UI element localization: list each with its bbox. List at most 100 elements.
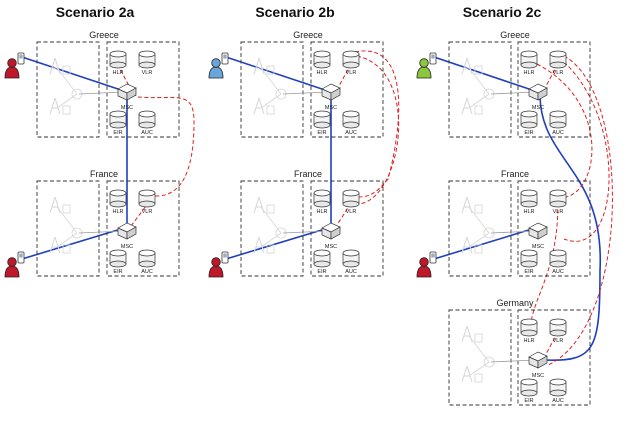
users-3 — [416, 52, 437, 278]
user-a-person-head — [419, 58, 429, 68]
user-b-person-head — [211, 257, 221, 267]
vlr-base — [342, 61, 360, 69]
bts-a-cabinet — [62, 204, 71, 214]
bts-a-leg-l — [461, 325, 468, 343]
auc-top — [138, 249, 156, 257]
hlr-top — [313, 189, 331, 197]
eir-top — [313, 249, 331, 257]
bss-link-b — [56, 93, 78, 109]
bsc-msc-link — [78, 230, 125, 234]
bts-a-leg-l — [253, 196, 260, 214]
bss-link-a — [56, 67, 78, 95]
vlr-base — [342, 200, 360, 208]
vlr-top — [138, 50, 156, 58]
bts-a-cabinet — [474, 65, 483, 75]
signaling-path-4 — [336, 202, 352, 226]
vlr-label: VLR — [346, 70, 357, 76]
users-2 — [208, 52, 229, 278]
auc-top — [549, 110, 567, 118]
bss-link-b — [468, 232, 490, 248]
msc-label: MSC — [532, 105, 544, 111]
bts-b-leg-l — [461, 236, 468, 254]
bsc-msc-link — [282, 230, 329, 234]
user-a-person-body — [416, 66, 432, 79]
vlr-base — [549, 200, 567, 208]
eir-top — [109, 249, 127, 257]
user-b-person-body — [208, 265, 224, 278]
auc-label: AUC — [141, 269, 153, 275]
hlr-base — [520, 200, 538, 208]
bss-link-b — [468, 361, 490, 377]
auc-top — [549, 249, 567, 257]
eir-base — [520, 389, 538, 397]
bss-box — [36, 180, 100, 277]
core-box — [310, 180, 384, 277]
eir-label: EIR — [317, 269, 326, 275]
eir-base — [109, 260, 127, 268]
bts-a-leg-r — [258, 57, 265, 75]
core-box — [517, 180, 591, 277]
eir-label: EIR — [524, 398, 533, 404]
vlr-top — [342, 189, 360, 197]
bts-a-leg-r — [466, 325, 473, 343]
signaling-path-6 — [545, 331, 559, 355]
region-label-2-1: France — [501, 169, 529, 179]
user-b-person-body — [416, 265, 432, 278]
bts-a-cabinet — [62, 65, 71, 75]
auc-label: AUC — [552, 269, 564, 275]
bsc-msc-link — [490, 359, 536, 363]
auc-label: AUC — [345, 269, 357, 275]
hlr-base — [520, 61, 538, 69]
bss-box — [36, 41, 100, 138]
msc-right — [330, 226, 341, 240]
auc-top — [549, 378, 567, 386]
users-1 — [4, 52, 25, 278]
radio-link-b — [225, 228, 326, 260]
auc-base — [549, 121, 567, 129]
signaling-path-3 — [563, 61, 610, 242]
bts-b-leg-l — [49, 236, 56, 254]
core-box — [106, 41, 180, 138]
signaling-path-2 — [354, 50, 400, 198]
signaling-path-5 — [530, 202, 559, 325]
eir-top — [520, 249, 538, 257]
hlr-top — [520, 318, 538, 326]
bsc-msc-link — [282, 91, 329, 95]
user-b-phone-screen — [223, 253, 227, 258]
bts-b-cabinet — [266, 244, 275, 254]
bsc-msc-link — [78, 91, 125, 95]
radio-link-a — [433, 56, 533, 91]
bts-b-leg-r — [466, 365, 473, 383]
bss-box — [240, 180, 304, 277]
hlr-top — [520, 50, 538, 58]
eir-label: EIR — [113, 269, 122, 275]
signaling-path-4 — [547, 55, 613, 366]
bts-b-leg-l — [461, 97, 468, 115]
auc-base — [549, 260, 567, 268]
auc-base — [138, 260, 156, 268]
vlr-base — [138, 61, 156, 69]
eir-top — [109, 110, 127, 118]
bsc-msc-link — [490, 230, 536, 234]
hlr-top — [109, 189, 127, 197]
bts-b-leg-l — [49, 97, 56, 115]
bts-b-cabinet — [62, 244, 71, 254]
bss-link-a — [468, 206, 490, 234]
bss-link-b — [468, 93, 490, 109]
bts-b-cabinet — [474, 244, 483, 254]
bss-box — [448, 180, 512, 277]
radio-link-a — [225, 56, 326, 91]
bts-b-leg-r — [466, 236, 473, 254]
region-label-0-0: Greece — [89, 30, 119, 40]
msc-label: MSC — [325, 244, 337, 250]
signaling-path-2 — [130, 201, 150, 227]
bts-a-leg-r — [466, 57, 473, 75]
